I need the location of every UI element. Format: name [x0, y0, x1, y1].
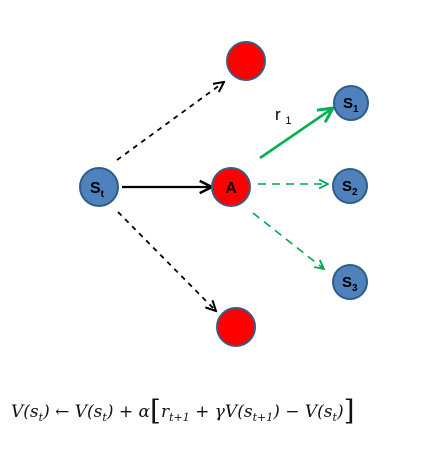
bottom-action-node — [216, 307, 256, 347]
formula-reward-sub: t+1 — [169, 411, 190, 424]
state-s2-node: S2 — [332, 168, 368, 204]
state-st-label: St — [90, 180, 105, 200]
formula-s-next-sub: t+1 — [253, 411, 274, 424]
formula-plus-gamma: + γV(s — [190, 402, 253, 422]
edge-st-to-top-action — [116, 82, 224, 161]
reward-label-main: r — [275, 105, 281, 124]
edge-action-to-s3 — [252, 212, 324, 269]
reward-label: r 1 — [275, 105, 292, 127]
formula-rhs-a-close: ) + α — [106, 402, 151, 422]
formula-reward: r — [161, 402, 170, 422]
state-s3-node: S3 — [332, 264, 368, 300]
td-update-formula: V(st) ← V(st) + α[rt+1 + γV(st+1) − V(st… — [11, 394, 355, 427]
formula-rhs-a: V(s — [75, 402, 103, 422]
formula-lhs-close: ) — [42, 402, 50, 422]
formula-bracket-open: [ — [150, 394, 161, 427]
edge-st-to-bottom-action — [117, 211, 216, 311]
top-action-node — [226, 41, 266, 81]
state-s3-label: S3 — [342, 274, 358, 294]
reward-label-subscript: 1 — [285, 115, 291, 127]
state-st-node: St — [79, 167, 119, 207]
formula-s-t-sub: t — [333, 411, 338, 424]
formula-bracket-close: ] — [344, 394, 355, 427]
formula-arrow: ← — [50, 402, 75, 422]
formula-rhs-a-sub: t — [102, 411, 107, 424]
formula-close: ) — [336, 402, 344, 422]
formula-lhs: V(s — [11, 402, 39, 422]
state-s1-label: S1 — [343, 95, 359, 115]
action-node: A — [211, 167, 251, 207]
state-s2-label: S2 — [342, 178, 358, 198]
svg-text:V(st) ← V(st) + α[rt+1 + γV(st: V(st) ← V(st) + α[rt+1 + γV(st+1) − V(st… — [11, 394, 355, 427]
formula-minus: ) − V(s — [272, 402, 333, 422]
action-label: A — [225, 180, 237, 197]
formula-lhs-sub: t — [39, 411, 44, 424]
state-s1-node: S1 — [333, 85, 369, 121]
edge-action-to-s1 — [259, 108, 333, 160]
